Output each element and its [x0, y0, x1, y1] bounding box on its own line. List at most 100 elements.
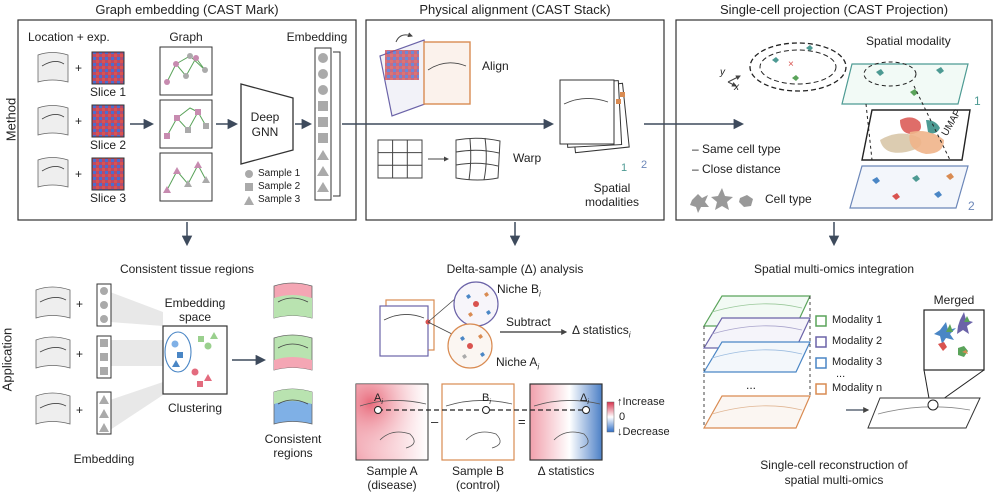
embedding-points [171, 332, 218, 387]
legend-triangle-icon [244, 196, 254, 205]
embedding-stacks-app [96, 283, 112, 435]
gnn-label-deep: Deep [250, 110, 280, 124]
embedding-space-line1: Embedding [164, 296, 226, 310]
legend-square-icon [245, 183, 253, 191]
slice-tissue-3 [37, 157, 69, 188]
equals-sign: = [518, 414, 526, 429]
tissue-plus-3: + [76, 403, 84, 417]
projection-fan-2 [110, 340, 163, 366]
region-slice-2 [273, 334, 313, 371]
align-label: Align [482, 59, 509, 73]
modality-2-cells [872, 173, 954, 200]
heatmap-sample-b [441, 383, 515, 461]
omics-caption-line2: spatial multi-omics [784, 473, 884, 487]
projection-axes [727, 75, 741, 87]
delta-stats-text: Δ statistics [572, 323, 629, 337]
embedding-column [314, 47, 332, 201]
stack-panel [365, 19, 665, 221]
expression-matrix-3 [91, 157, 125, 191]
color-bar [606, 401, 615, 433]
marker-a-subscript: i [381, 399, 383, 407]
niche-b-label: Niche Bi [497, 283, 541, 299]
modality-3-label: Modality 3 [832, 356, 883, 368]
delta-statistics-caption: Δ statistics [537, 464, 595, 478]
plus-3: + [75, 167, 83, 181]
decrease-label: ↓Decrease [617, 426, 670, 438]
omics-layer-3 [702, 341, 811, 373]
slice-tissue-2 [37, 105, 69, 136]
modality-num-2: 2 [641, 159, 648, 171]
expression-matrix-1 [91, 51, 125, 85]
axis-x-label: x [734, 82, 739, 93]
stack-section-title: Physical alignment (CAST Stack) [419, 2, 611, 17]
zero-label: 0 [619, 411, 626, 423]
axis-y-label: y [720, 67, 725, 78]
warp-grid-regular [377, 139, 423, 179]
embedding-space-box [162, 325, 228, 395]
embedding-space-line2: space [178, 310, 212, 324]
region-slice-3 [273, 388, 313, 425]
consistent-regions-line1: Consistent [264, 432, 322, 446]
modality-1-label: Modality 1 [832, 314, 883, 326]
omics-section-title: Spatial multi-omics integration [753, 262, 915, 276]
marker-b-label: Bi [482, 392, 491, 407]
projection-section-title: Single-cell projection (CAST Projection) [719, 2, 949, 17]
merged-box [923, 309, 985, 371]
search-ellipse-outer [749, 42, 847, 92]
merged-slice [867, 397, 981, 429]
slice-tissue-1 [37, 52, 69, 83]
modality-ellipsis-label: ... [836, 368, 846, 380]
sample-1-label: Sample 1 [258, 168, 301, 179]
embedding-bracket [333, 51, 341, 197]
legend-circle-icon [245, 170, 253, 178]
heatmap-sample-a [355, 383, 429, 461]
marker-a [374, 406, 382, 414]
method-side-label: Method [3, 97, 19, 142]
delta-stats-subscript: i [628, 330, 631, 340]
projection-panel [675, 19, 993, 221]
spatial-modalities-line1: Spatial [593, 181, 631, 195]
niche-a-text: Niche A [496, 355, 538, 369]
gnn-label-gnn: GNN [251, 125, 279, 139]
slice-3-label: Slice 3 [89, 191, 127, 205]
subtract-label: Subtract [506, 315, 551, 329]
modality-n-label: Modality n [832, 382, 883, 394]
marker-b-subscript: i [489, 399, 491, 407]
mark-panel [17, 19, 357, 221]
region-slice-1 [273, 282, 313, 319]
graph-1 [159, 46, 213, 96]
location-exp-label: Location + exp. [28, 30, 110, 44]
consistent-regions-line2: regions [273, 446, 313, 460]
projection-fan-3 [110, 382, 163, 430]
increase-text: Increase [622, 396, 665, 408]
projection-num-2: 2 [968, 199, 975, 213]
spatial-modality-label: Spatial modality [866, 34, 951, 48]
modality-2-label: Modality 2 [832, 335, 883, 347]
omics-layer-n [702, 395, 811, 429]
graph-label: Graph [169, 30, 203, 44]
niche-link-b [427, 297, 457, 323]
merged-label: Merged [933, 293, 975, 307]
query-cells: × [772, 45, 813, 81]
marker-delta-subscript: i [587, 399, 589, 407]
niche-a-label: Niche Ai [496, 356, 539, 372]
cluster-ellipse [164, 331, 192, 373]
delta-stats-label: Δ statisticsi [572, 324, 630, 340]
plus-1: + [75, 61, 83, 75]
decrease-text: Decrease [622, 426, 670, 438]
niche-a-subscript: i [537, 362, 540, 372]
deep-gnn-block [240, 83, 294, 165]
projection-fan-1 [110, 292, 163, 326]
sample-2-label: Sample 2 [258, 181, 301, 192]
search-ellipse-inner [759, 49, 837, 85]
sample-3-label: Sample 3 [258, 194, 301, 205]
sample-a-line2: (disease) [367, 478, 417, 492]
umap-clusters [880, 117, 944, 154]
tissue-plus-1: + [76, 297, 84, 311]
increase-label: ↑Increase [617, 396, 665, 408]
modality-num-1: 1 [621, 162, 628, 174]
application-side-label: Application [0, 327, 15, 392]
marker-a-text: A [374, 392, 382, 404]
spatial-modalities-line2: modalities [584, 195, 640, 209]
